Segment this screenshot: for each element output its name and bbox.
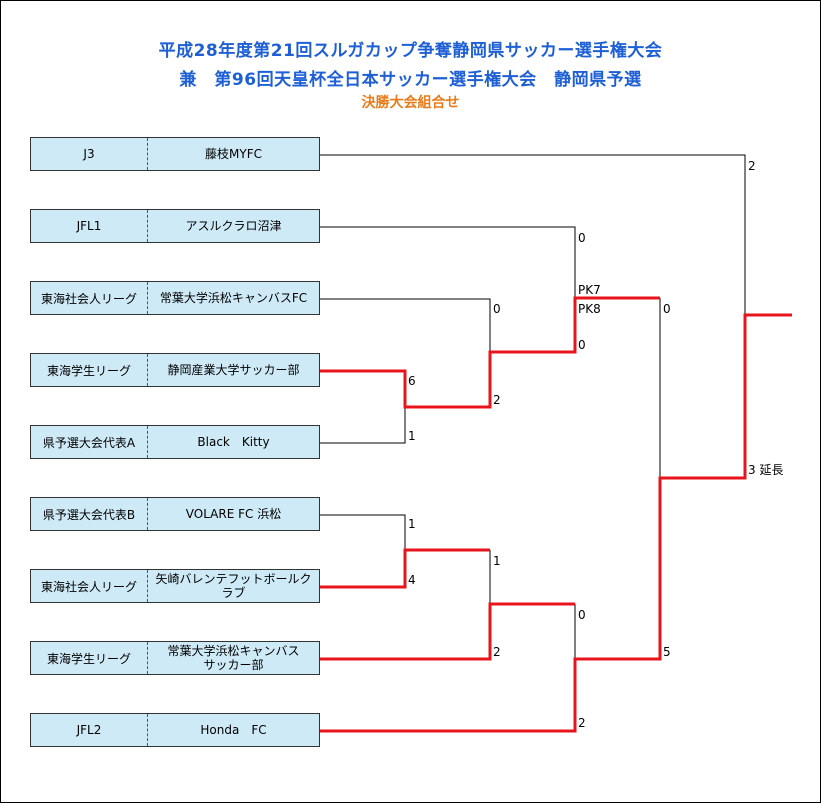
bracket-line xyxy=(320,514,406,550)
score-label: 1 xyxy=(493,554,501,568)
score-label: 0 xyxy=(578,608,586,622)
team-name: Honda FC xyxy=(200,723,267,737)
team-name: 藤枝MYFC xyxy=(205,147,262,161)
score-label: 2 xyxy=(578,716,586,730)
team-category: JFL1 xyxy=(31,210,148,242)
team-box-7: 東海社会人リーグ 矢崎バレンテフットボールクラブ xyxy=(30,569,320,603)
score-label: 1 xyxy=(408,429,416,443)
team-box-5: 県予選大会代表A Black Kitty xyxy=(30,425,320,459)
team-box-3: 東海社会人リーグ 常葉大学浜松キャンバスFC xyxy=(30,281,320,315)
team-category: 県予選大会代表B xyxy=(31,498,148,530)
team-category: JFL2 xyxy=(31,714,148,746)
bracket-line xyxy=(320,154,746,315)
team-box-1: J3 藤枝MYFC xyxy=(30,137,320,171)
team-box-8: 東海学生リーグ 常葉大学浜松キャンバス サッカー部 xyxy=(30,641,320,675)
score-label: 4 xyxy=(408,573,416,587)
loser-lines xyxy=(320,154,746,659)
team-box-2: JFL1 アスルクラロ沼津 xyxy=(30,209,320,243)
team-category: J3 xyxy=(31,138,148,170)
score-label: 3 延長 xyxy=(748,463,784,477)
bracket-line xyxy=(320,313,792,733)
team-name: 静岡産業大学サッカー部 xyxy=(167,363,300,377)
title-line-1: 平成28年度第21回スルガカップ争奪静岡県サッカー選手権大会 xyxy=(158,41,663,61)
team-category: 県予選大会代表A xyxy=(31,426,148,458)
subtitle: 決勝大会組合せ xyxy=(361,95,460,111)
team-name: 矢崎バレンテフットボールクラブ xyxy=(155,572,312,600)
score-label: 0 xyxy=(578,231,586,245)
winner-lines xyxy=(320,296,792,733)
team-name: 常葉大学浜松キャンバスFC xyxy=(159,291,308,305)
score-label: 2 xyxy=(748,159,756,173)
team-name: Black Kitty xyxy=(197,435,270,449)
team-name: 常葉大学浜松キャンバス サッカー部 xyxy=(167,644,300,672)
team-category: 東海学生リーグ xyxy=(31,354,148,386)
score-label: 2 xyxy=(493,393,501,407)
team-box-4: 東海学生リーグ 静岡産業大学サッカー部 xyxy=(30,353,320,387)
score-label: 0 xyxy=(663,302,671,316)
score-label: 6 xyxy=(408,374,416,388)
score-label: 0 xyxy=(578,338,586,352)
team-category: 東海学生リーグ xyxy=(31,642,148,674)
score-label: 2 xyxy=(493,645,501,659)
score-label: 5 xyxy=(663,645,671,659)
bracket-line xyxy=(320,296,660,409)
bracket-line xyxy=(320,602,575,661)
bracket-line xyxy=(320,407,406,444)
team-category: 東海社会人リーグ xyxy=(31,282,148,314)
score-label: PK8 xyxy=(578,302,601,316)
score-label: PK7 xyxy=(578,283,601,297)
team-box-6: 県予選大会代表B VOLARE FC 浜松 xyxy=(30,497,320,531)
team-name: VOLARE FC 浜松 xyxy=(185,507,282,521)
score-label: 0 xyxy=(493,302,501,316)
bracket-line xyxy=(320,548,490,589)
title-line-2: 兼 第96回天皇杯全日本サッカー選手権大会 静岡県予選 xyxy=(179,70,642,90)
team-box-9: JFL2 Honda FC xyxy=(30,713,320,747)
team-category: 東海社会人リーグ xyxy=(31,570,148,602)
bracket-line xyxy=(320,226,576,352)
team-name: アスルクラロ沼津 xyxy=(185,219,282,233)
bracket-line xyxy=(320,298,491,352)
score-label: 1 xyxy=(408,517,416,531)
